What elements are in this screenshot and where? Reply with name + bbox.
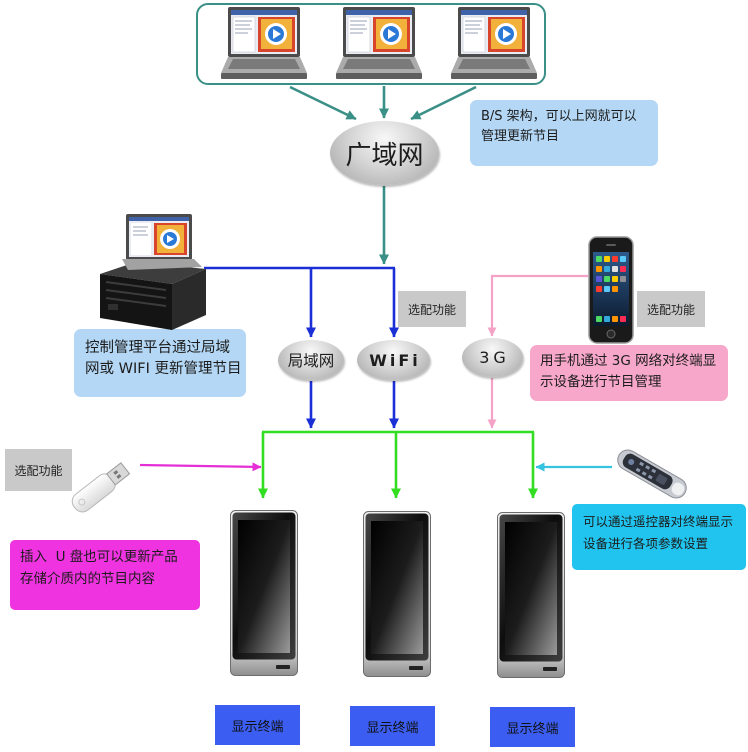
link-client1-to-wan (289, 85, 357, 121)
display-terminal-icon (230, 510, 298, 676)
terminal-label: 显示终端 (215, 705, 300, 745)
note-control-platform: 控制管理平台通过局域 网或 WIFI 更新管理节目 (74, 329, 246, 397)
link-usb-to-terminals (139, 462, 262, 472)
lan-node: 局域网 (278, 340, 344, 380)
terminal-label: 显示终端 (350, 706, 435, 746)
optional-tag-usb: 选配功能 (5, 449, 72, 491)
note-remote-settings: 可以通过遥控器对终端显示 设备进行各项参数设置 (572, 504, 746, 570)
note-line: 示设备进行节目管理 (540, 374, 662, 390)
mobile-3g-node: 3G (462, 338, 523, 377)
laptop-icon (221, 7, 307, 81)
terminal-label: 显示终端 (490, 707, 575, 747)
client-group-box (196, 3, 546, 85)
server-icon (100, 214, 206, 330)
note-line: 插入 U 盘也可以更新产品 (20, 549, 178, 565)
note-line: 网或 WIFI 更新管理节目 (85, 361, 242, 377)
note-line: 控制管理平台通过局域 (85, 340, 230, 356)
note-line: 可以通过遥控器对终端显示 (583, 514, 734, 529)
wifi-node: WiFi (357, 340, 430, 380)
laptop-icon (336, 7, 422, 81)
link-client3-to-wan (410, 85, 477, 121)
wan-label: 广域网 (345, 140, 424, 171)
smartphone-icon (588, 236, 634, 344)
display-terminal-icon (497, 512, 565, 678)
display-terminal-icon (363, 511, 431, 677)
note-bs-architecture: B/S 架构，可以上网就可以 管理更新节目 (470, 100, 658, 166)
note-phone-management: 用手机通过 3G 网络对终端显 示设备进行节目管理 (530, 345, 728, 401)
lan-label: 局域网 (287, 352, 335, 370)
note-line: 用手机通过 3G 网络对终端显 (540, 353, 717, 369)
optional-tag-phone: 选配功能 (637, 291, 705, 327)
laptop-icon (451, 7, 537, 81)
optional-tag-wifi: 选配功能 (398, 291, 466, 327)
mobile-3g-label: 3G (479, 348, 510, 367)
wifi-label: WiFi (369, 350, 421, 370)
note-usb-update: 插入 U 盘也可以更新产品 存储介质内的节目内容 (10, 540, 200, 610)
remote-control-icon (617, 449, 687, 499)
usb-drive-icon (71, 462, 131, 513)
note-line: 管理更新节目 (481, 129, 560, 144)
note-line: 设备进行各项参数设置 (583, 536, 709, 551)
note-line: 存储介质内的节目内容 (20, 571, 155, 587)
note-line: B/S 架构，可以上网就可以 (481, 109, 637, 124)
wan-node: 广域网 (330, 121, 439, 185)
link-phone-to-3g (487, 274, 588, 337)
